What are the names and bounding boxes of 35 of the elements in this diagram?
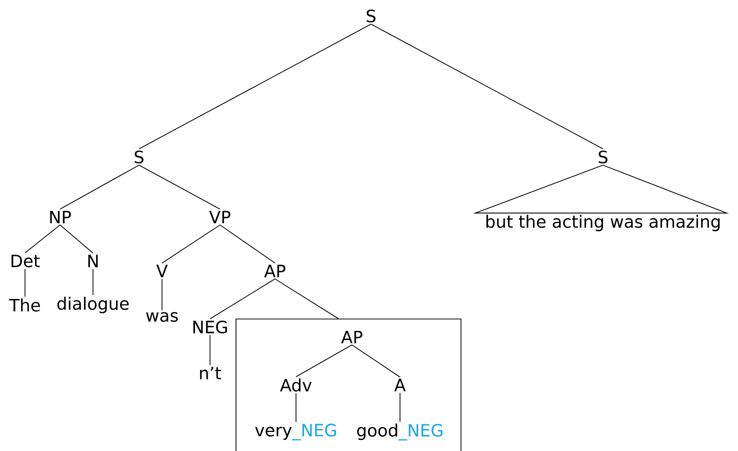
tree-label: S xyxy=(366,10,376,22)
branch-line xyxy=(296,344,352,378)
branch-line xyxy=(352,344,400,378)
tree-label: S xyxy=(598,150,608,164)
tree-label: AP xyxy=(341,330,362,344)
branch-line xyxy=(24,268,26,298)
tree-label: very_NEG xyxy=(255,424,336,440)
branch-line xyxy=(92,268,94,296)
tree-label: NP xyxy=(50,210,71,224)
tree-label: Det xyxy=(12,254,40,268)
tree-label: n’t xyxy=(200,366,222,380)
tree-label: but the acting was amazing xyxy=(486,214,720,232)
branch-line xyxy=(60,164,140,210)
tree-label: dialogue xyxy=(57,296,129,314)
branch-line xyxy=(138,164,220,210)
branch-line xyxy=(370,24,604,150)
branch-line xyxy=(210,278,276,320)
branch-line xyxy=(60,224,94,254)
tree-label: Adv xyxy=(280,378,312,392)
branch-line xyxy=(138,24,372,150)
branch-line xyxy=(220,224,276,264)
tree-label: good_NEG xyxy=(357,424,442,440)
tree-label: VP xyxy=(209,210,230,224)
tree-label: AP xyxy=(264,264,286,278)
tree-label: S xyxy=(134,150,144,164)
tree-label: was xyxy=(146,312,178,322)
bracket-box xyxy=(236,318,462,451)
tree-label: V xyxy=(156,264,168,278)
branch-line xyxy=(24,224,60,254)
branch-line xyxy=(162,224,220,264)
tree-label: The xyxy=(9,298,40,312)
tree-label: NEG xyxy=(193,320,227,334)
branch-line xyxy=(274,278,339,319)
tree-label: A xyxy=(394,378,406,392)
tree-label: N xyxy=(88,254,98,268)
